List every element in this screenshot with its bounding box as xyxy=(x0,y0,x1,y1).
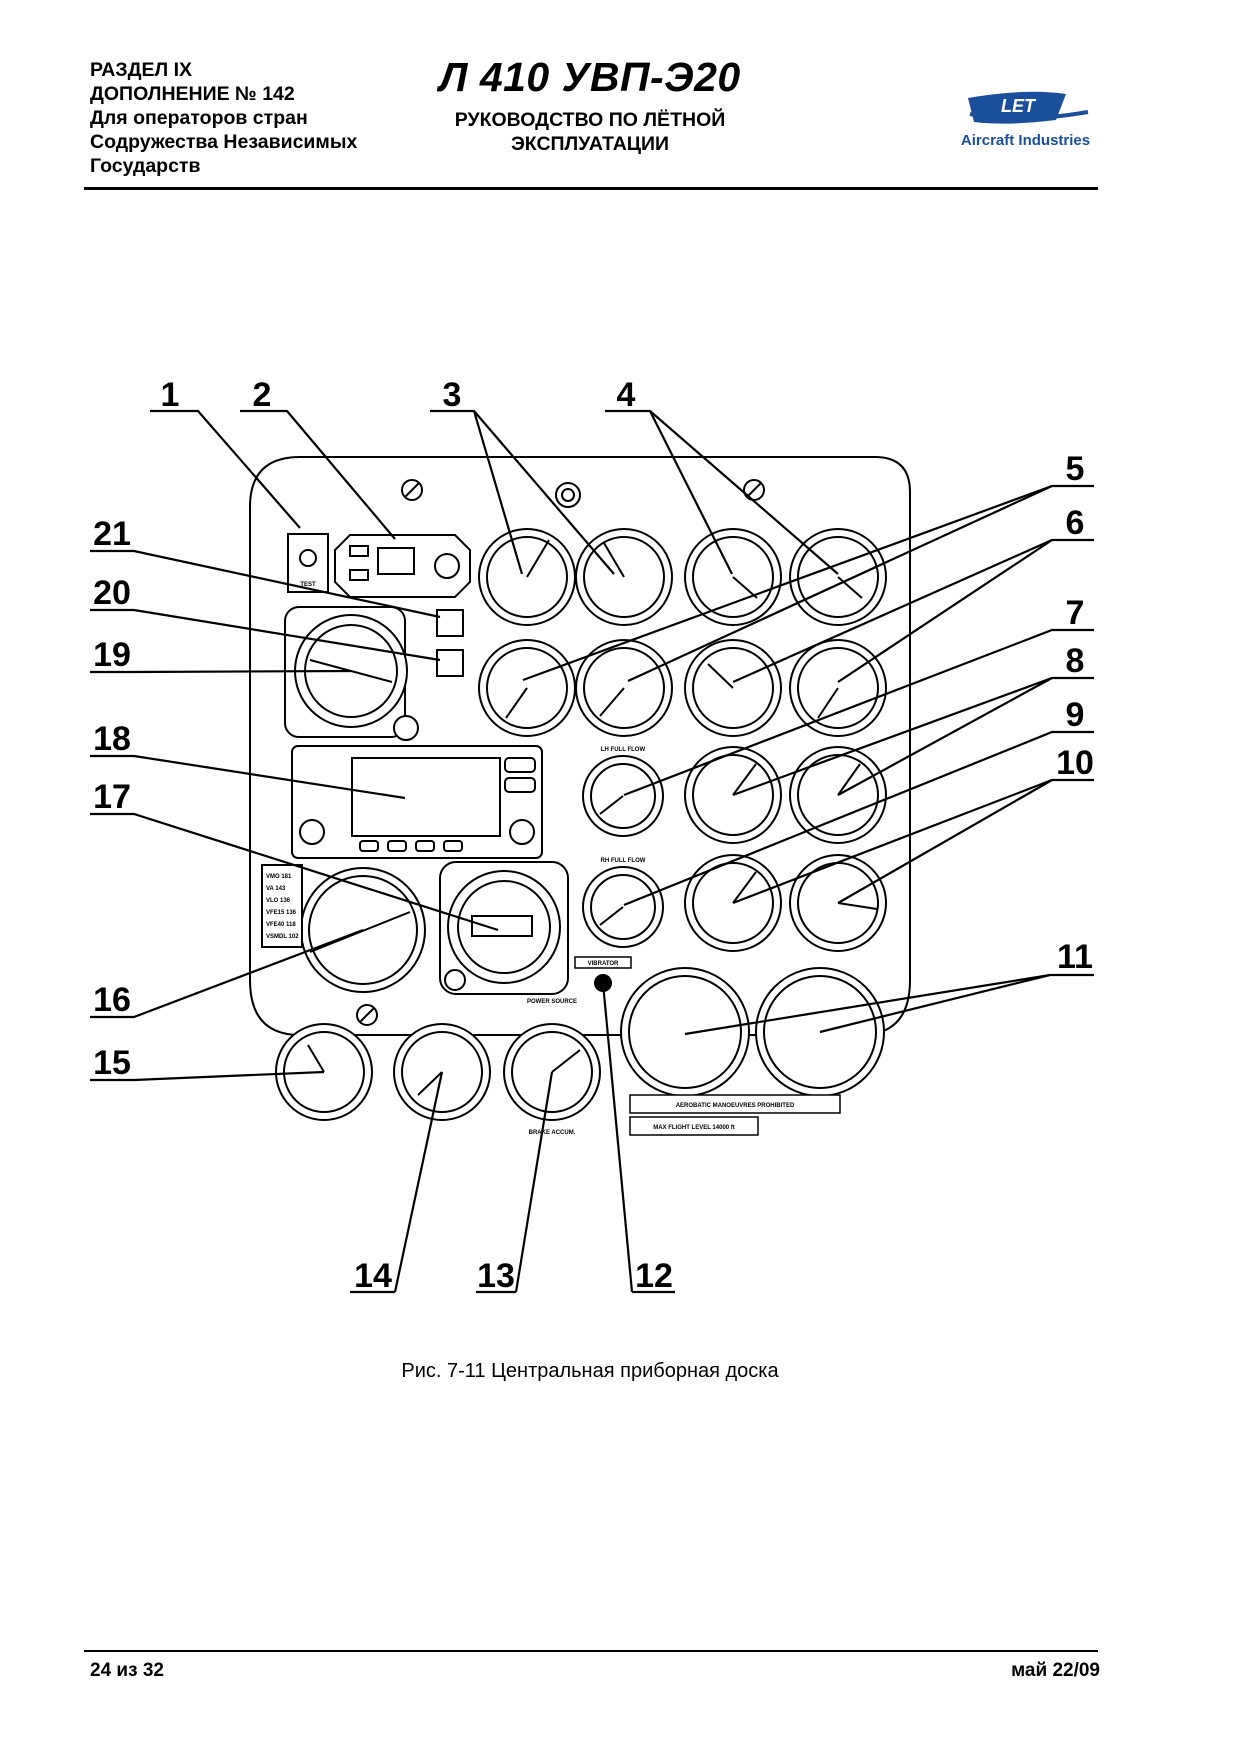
subtitle-line: ЭКСПЛУАТАЦИИ xyxy=(510,133,670,155)
test-switch: TEST xyxy=(287,533,329,593)
svg-text:10: 10 xyxy=(1056,744,1094,782)
svg-text:8: 8 xyxy=(1066,642,1085,680)
issue-date: май 22/09 xyxy=(1011,1660,1100,1681)
svg-text:16: 16 xyxy=(93,981,131,1019)
document-title: Л 410 УВП-Э20 xyxy=(439,54,741,100)
placards: AEROBATIC MANOEUVRES PROHIBITED MAX FLIG… xyxy=(629,1094,841,1136)
svg-text:VFE40 118: VFE40 118 xyxy=(266,922,296,928)
svg-text:3: 3 xyxy=(443,376,462,414)
svg-text:VLO 136: VLO 136 xyxy=(266,898,291,904)
svg-text:19: 19 xyxy=(93,636,131,674)
footer-rule xyxy=(84,1650,1098,1652)
svg-text:6: 6 xyxy=(1066,504,1085,542)
supplement-label: ДОПОЛНЕНИЕ № 142 xyxy=(90,83,295,105)
svg-text:VIBRATOR: VIBRATOR xyxy=(588,961,619,967)
audience-line: Государств xyxy=(90,155,201,177)
svg-text:14: 14 xyxy=(354,1257,392,1295)
header-rule xyxy=(84,187,1098,190)
svg-text:15: 15 xyxy=(93,1044,131,1082)
logo-emblem-icon: LET xyxy=(968,91,1089,124)
audience-line: Для операторов стран xyxy=(90,107,308,129)
svg-text:VMO 181: VMO 181 xyxy=(266,874,292,880)
attitude-indicator xyxy=(284,606,419,741)
svg-text:5: 5 xyxy=(1066,450,1085,488)
svg-text:9: 9 xyxy=(1066,696,1085,734)
gauge-row-lower-right xyxy=(620,967,885,1097)
figure-caption: Рис. 7-11 Центральная приборная доска xyxy=(401,1360,779,1382)
svg-text:VFE15 136: VFE15 136 xyxy=(266,910,297,916)
svg-text:13: 13 xyxy=(477,1257,515,1295)
gauge-row-middle xyxy=(582,746,887,952)
rh-full-flow-label: RH FULL FLOW xyxy=(601,858,646,864)
svg-text:11: 11 xyxy=(1057,938,1093,976)
svg-text:AEROBATIC MANOEUVRES PROHIBITE: AEROBATIC MANOEUVRES PROHIBITED xyxy=(676,1103,795,1109)
header-title-block: Л 410 УВП-Э20 РУКОВОДСТВО ПО ЛЁТНОЙ ЭКСП… xyxy=(420,52,760,156)
callout-numbers: 1 2 3 4 5 6 7 8 9 10 11 12 13 14 15 16 1… xyxy=(93,376,1094,1295)
let-logo: LET Aircraft Industries xyxy=(948,90,1103,156)
svg-text:1: 1 xyxy=(161,376,180,414)
gauge-row-upper xyxy=(478,528,887,737)
svg-text:21: 21 xyxy=(93,515,131,553)
airspeed-indicator xyxy=(261,864,426,993)
svg-text:2: 2 xyxy=(253,376,272,414)
logo-mark: LET xyxy=(1001,96,1037,116)
logo-company: Aircraft Industries xyxy=(960,132,1091,149)
power-source-label: POWER SOURCE xyxy=(527,999,577,1005)
audience-line: Содружества Независимых xyxy=(90,131,358,153)
section-label: РАЗДЕЛ IX xyxy=(90,59,193,81)
header-section-block: РАЗДЕЛ IX ДОПОЛНЕНИЕ № 142 Для операторо… xyxy=(90,58,357,178)
nav-display xyxy=(291,745,543,859)
document-subtitle: РУКОВОДСТВО ПО ЛЁТНОЙ ЭКСПЛУАТАЦИИ xyxy=(420,108,760,156)
speed-placard: VMO 181 VA 143 VLO 136 VFE15 136 VFE40 1… xyxy=(266,874,299,940)
page-number: 24 из 32 xyxy=(90,1660,164,1681)
svg-text:VA 143: VA 143 xyxy=(266,886,286,892)
svg-text:VSMDL 102: VSMDL 102 xyxy=(266,934,299,940)
instrument-panel-figure: TEST xyxy=(90,376,1094,1295)
svg-text:7: 7 xyxy=(1066,594,1085,632)
callout-leaders xyxy=(90,409,1094,1294)
lh-full-flow-label: LH FULL FLOW xyxy=(601,747,646,753)
indicator-squares xyxy=(436,609,464,677)
svg-text:20: 20 xyxy=(93,574,131,612)
svg-text:18: 18 xyxy=(93,720,131,758)
svg-text:12: 12 xyxy=(635,1257,673,1295)
module-unit xyxy=(334,534,471,598)
brake-accum-label: BRAKE ACCUM. xyxy=(529,1130,576,1136)
hsi-indicator xyxy=(439,861,569,995)
svg-text:17: 17 xyxy=(93,778,131,816)
svg-text:4: 4 xyxy=(617,376,636,414)
test-label: TEST xyxy=(300,582,316,588)
svg-text:MAX FLIGHT LEVEL 14000 ft: MAX FLIGHT LEVEL 14000 ft xyxy=(653,1125,735,1131)
subtitle-line: РУКОВОДСТВО ПО ЛЁТНОЙ xyxy=(454,109,726,131)
